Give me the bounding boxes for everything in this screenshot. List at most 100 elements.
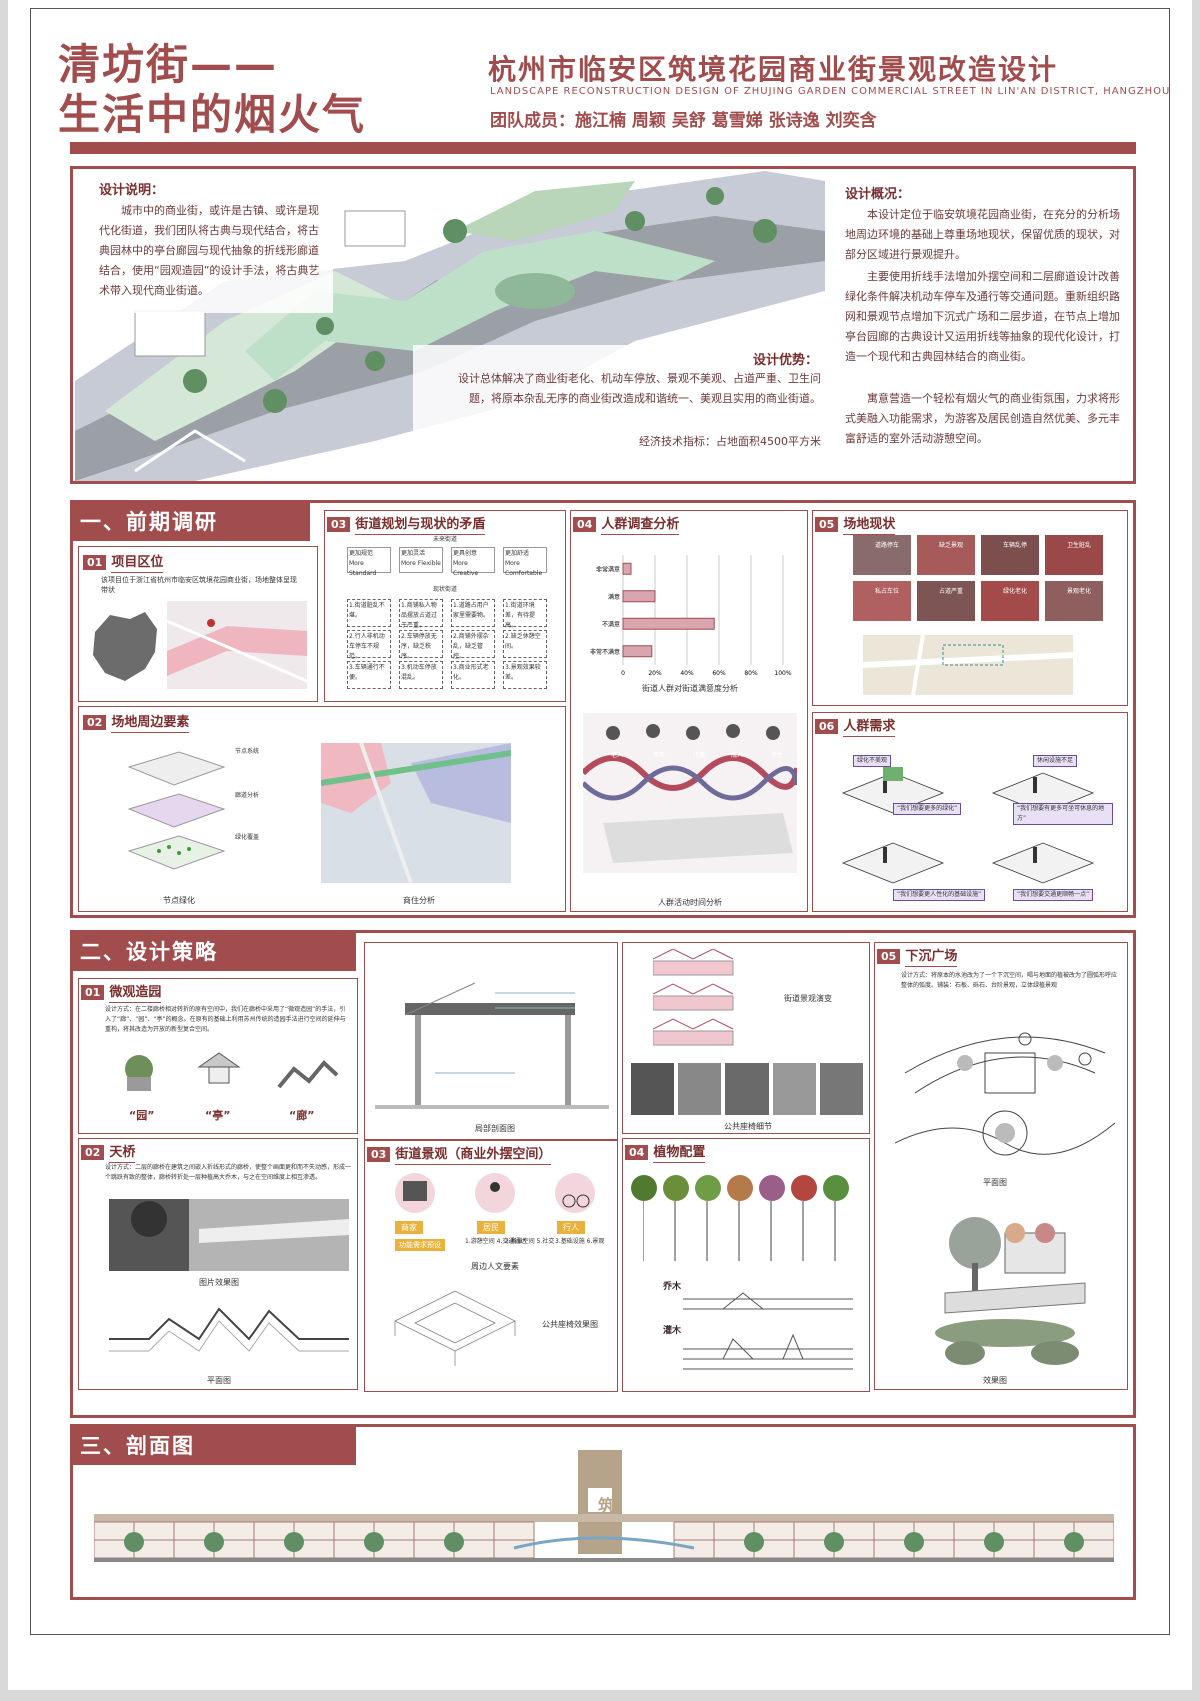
role-illustrations [395, 1173, 595, 1213]
func-needs-tag: 功能需求预设 [395, 1239, 445, 1251]
s1-03-num: 03 [327, 516, 351, 532]
title-line2: 生活中的烟火气 [58, 90, 367, 139]
province-map [93, 612, 157, 681]
chart-x-tick: 20% [648, 670, 662, 677]
site-status-map [862, 634, 1074, 696]
section2-heading: 二、设计策略 [70, 933, 356, 971]
bridge-plan-drawing [109, 1307, 349, 1352]
s2-04-num: 04 [625, 1144, 649, 1160]
chart-bar [622, 645, 653, 658]
tree-label: 乔木 [663, 1282, 682, 1292]
label-pavilion: “亭” [205, 1109, 231, 1122]
plant-icon [695, 1175, 721, 1201]
role-resident: 居民 [477, 1221, 505, 1234]
satisfaction-chart-caption: 街道人群对街道满意度分析 [642, 684, 738, 693]
site-photo [853, 535, 911, 575]
site-photo [1045, 581, 1103, 621]
activity-time-diagram [580, 713, 800, 873]
chart-x-tick: 80% [744, 670, 758, 677]
chart-bar [622, 562, 632, 575]
issue-item: 2.行人非机动车停车不规范。 [347, 630, 391, 660]
advantage-text: 设计总体解决了商业街老化、机动车停放、景观不美观、占道严重、卫生问题，将原本杂乱… [458, 372, 821, 405]
s2-01-text: 设计方式：在二楼廊桥相对转折的原有空间中，我们在廊桥中采用了“微观造园”的手法，… [105, 1006, 346, 1033]
label-corridor: “廊” [289, 1109, 315, 1122]
legend-corridor: 廊道分析 [235, 792, 260, 799]
cap-sunken-plan: 平面图 [983, 1178, 1007, 1187]
header-divider-bar [70, 142, 1136, 154]
street-evolution-diagram [653, 949, 734, 1046]
issue-item: 3.商业形式老化。 [451, 661, 495, 689]
cap-plan: 平面图 [207, 1376, 231, 1385]
section1-heading: 一、前期调研 [70, 503, 310, 541]
overview-title: 设计概况： [845, 187, 911, 202]
chart-category-label: 非常满意 [596, 566, 620, 574]
chart-bar [622, 617, 715, 630]
s1-03-title: 街道规划与现状的矛盾 [355, 513, 486, 535]
plant-icon [823, 1175, 849, 1201]
bench-photo [678, 1063, 722, 1115]
overview-p3: 寓意营造一个轻松有烟火气的商业街氛围，力求将形式美融入功能需求，为游客及居民创造… [845, 392, 1120, 445]
s1-06-num: 06 [815, 718, 839, 734]
issue-label: 卫生脏乱 [1067, 542, 1092, 549]
s2-03-title: 街道景观（商业外摆空间） [395, 1143, 552, 1165]
overview-p1: 本设计定位于临安筑境花园商业街，在充分的分析场地周边环境的基础上尊重场地现状，保… [845, 208, 1120, 261]
s2-02-title: 天桥 [109, 1141, 136, 1163]
project-title: 杭州市临安区筑境花园商业街景观改造设计 [488, 53, 1059, 86]
chart-category-label: 满意 [608, 593, 620, 601]
poster-page: 清坊街—— 生活中的烟火气 杭州市临安区筑境花园商业街景观改造设计 LANDSC… [8, 0, 1192, 1690]
design-desc-title: 设计说明： [99, 183, 165, 198]
poster-frame [30, 8, 1170, 1635]
issue-item: 3.机动车停放混乱。 [399, 661, 443, 689]
street-elevation-section [94, 1450, 1114, 1562]
s2-01-num: 01 [81, 984, 105, 1000]
issue-item: 3.景观效果较差。 [503, 661, 547, 689]
plant-icon [759, 1175, 785, 1201]
bench-photo-strip [631, 1063, 864, 1115]
site-photo [853, 581, 911, 621]
need-item: 3.基础设施 6.景观 [555, 1238, 605, 1245]
chart-x-tick: 40% [680, 670, 694, 677]
plant-icon [631, 1175, 657, 1201]
issue-item: 2.缺乏休憩空间。 [503, 630, 547, 658]
goal-row: 更加规范 More Standard 更加灵活 More Flexible 更具… [347, 547, 547, 577]
plant-icon [663, 1175, 689, 1201]
s2-04-title: 植物配置 [653, 1141, 706, 1163]
s2-05-text: 设计方式：将原本的水池改为了一个下沉空间，喝与地面的植被改为了圆弧形呼应整体的弧… [901, 972, 1118, 989]
public-seating-axonometric [394, 1290, 516, 1366]
shrub-label: 灌木 [663, 1326, 682, 1336]
issue-label: 绿化老化 [1003, 588, 1028, 595]
issue-label: 道路停车 [875, 542, 900, 549]
activity-time-caption: 人群活动时间分析 [658, 898, 722, 907]
issue-label: 景观老化 [1067, 588, 1092, 595]
site-photo [981, 535, 1039, 575]
issue-grid: 1.街道脏乱不堪。 1.商铺私人物品摆放占道过于严重。 1.道路占用户家里需要物… [347, 599, 547, 689]
chart-x-tick: 60% [712, 670, 726, 677]
issue-item: 2.车辆停放无序，缺乏秩序。 [399, 630, 443, 660]
issue-label: 私占车位 [875, 588, 900, 595]
cap-commercial-residential: 商住分析 [403, 896, 435, 905]
need-bubble: “我们想要更多的绿化” [893, 803, 962, 815]
s1-02-num: 02 [83, 714, 107, 730]
s2-05-title: 下沉广场 [905, 945, 958, 967]
commercial-residential-map [320, 742, 512, 884]
tech-indicator: 经济技术指标：占地面积4500平方米 [639, 435, 821, 448]
need-bubble: 绿化不美观 [853, 755, 892, 767]
plant-icon [727, 1175, 753, 1201]
legend-node: 节点系统 [235, 748, 260, 755]
cap-sunken-render: 效果图 [983, 1376, 1007, 1385]
